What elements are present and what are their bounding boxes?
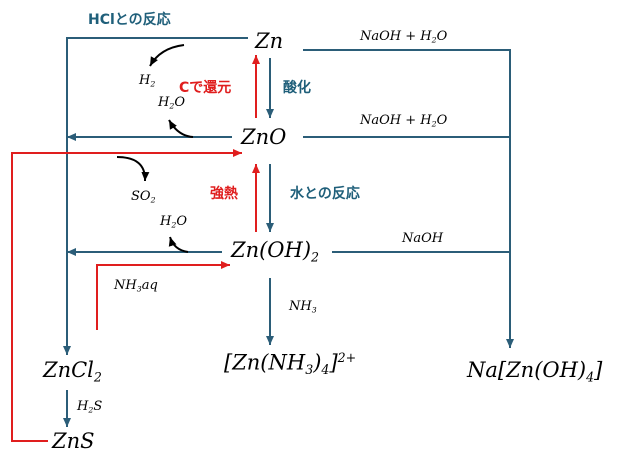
note-oxidation: 酸化 bbox=[283, 80, 311, 96]
arrow-zns-to-zno-red bbox=[11, 149, 242, 442]
product-so2: SO2 bbox=[131, 189, 156, 205]
arrow-nh3aq-red bbox=[96, 261, 230, 330]
reagent-naoh-h2o-mid: NaOH + H2O bbox=[360, 113, 448, 129]
zn-label: Zn bbox=[255, 29, 284, 53]
zncl2-label: ZnCl2 bbox=[43, 358, 102, 385]
note-carbon-reduction: Cで還元 bbox=[179, 80, 232, 96]
sodium-zincate-label: Na[Zn(OH)4] bbox=[467, 358, 603, 385]
arrow-curve-so2 bbox=[116, 156, 150, 182]
note-strong-heat: 強熱 bbox=[210, 186, 238, 202]
arrow-curve-h2o-1 bbox=[168, 119, 194, 138]
product-h2o-from-zno: H2O bbox=[158, 95, 185, 111]
arrow-curve-h2 bbox=[149, 44, 185, 67]
arrow-zn-to-zincate bbox=[303, 49, 514, 348]
note-hcl-reaction: HClとの反応 bbox=[88, 12, 171, 28]
zno-label: ZnO bbox=[241, 125, 287, 149]
reagent-nh3: NH3 bbox=[289, 299, 317, 315]
reagent-h2s: H2S bbox=[77, 399, 103, 415]
reagent-naoh: NaOH bbox=[402, 231, 444, 246]
note-water-reaction: 水との反応 bbox=[290, 186, 360, 202]
reagent-nh3aq: NH3aq bbox=[114, 278, 158, 294]
product-h2: H2 bbox=[139, 73, 156, 89]
reagent-naoh-h2o-top: NaOH + H2O bbox=[360, 29, 448, 45]
arrow-curve-h2o-2 bbox=[168, 236, 189, 253]
znoh2-label: Zn(OH)2 bbox=[231, 238, 320, 265]
zinc-ammine-complex-label: [Zn(NH3)4]2+ bbox=[224, 350, 357, 377]
product-h2o-from-znoh2: H2O bbox=[160, 214, 187, 230]
zns-label: ZnS bbox=[52, 429, 95, 453]
